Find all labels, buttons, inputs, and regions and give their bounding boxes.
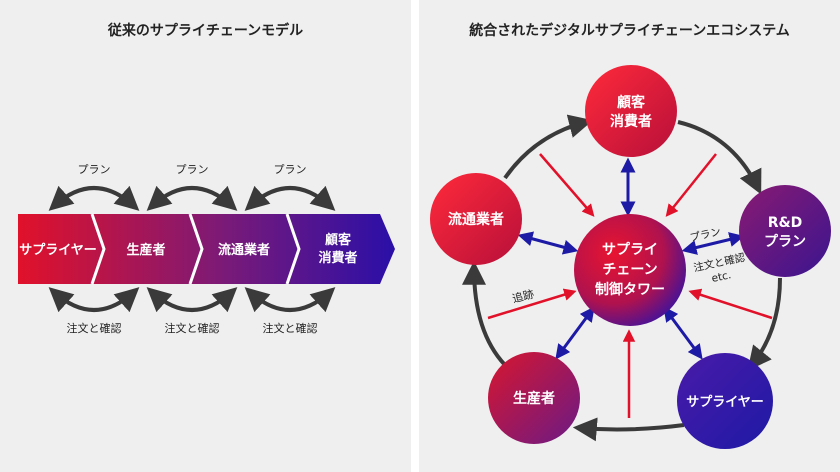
- plan-arc: [146, 185, 238, 211]
- tracking-arrow: [688, 288, 773, 320]
- node-circle: [739, 185, 831, 277]
- band-separator: [285, 213, 301, 285]
- two-way-arrow: [517, 231, 579, 255]
- node-customer-line2: 消費者: [610, 113, 652, 130]
- cycle-arrow: [677, 120, 762, 195]
- plan-arc: [244, 185, 336, 211]
- band-separator: [188, 213, 204, 285]
- node-producer-label: 生産者: [513, 390, 555, 407]
- node-supplier-label: サプライヤー: [686, 395, 764, 410]
- plan-arc: [48, 185, 140, 211]
- band-shape: [18, 214, 395, 284]
- cycle-arrow: [462, 260, 507, 367]
- two-way-arrow: [681, 232, 745, 255]
- two-way-arrow: [555, 306, 595, 360]
- stage-distributor: 流通業者: [218, 242, 270, 258]
- stage-producer: 生産者: [126, 242, 165, 258]
- two-way-arrow: [663, 306, 703, 360]
- order-arc: [48, 287, 140, 313]
- node-rnd-line2: プラン: [764, 234, 806, 250]
- node-customer: 顧客 消費者: [585, 65, 677, 157]
- plan-label: プラン: [78, 163, 111, 176]
- order-label: 注文と確認: [165, 321, 220, 335]
- node-circle: [585, 65, 677, 157]
- left-panel-title: 従来のサプライチェーンモデル: [107, 23, 304, 39]
- node-center-line1: サプライ: [602, 242, 658, 258]
- node-distributor-label: 流通業者: [448, 211, 504, 228]
- plan-arcs: プラン プラン プラン: [48, 163, 336, 211]
- order-arc: [146, 287, 238, 313]
- etc-label: etc.: [711, 269, 733, 285]
- tracking-arrow: [539, 153, 595, 217]
- node-rnd-line1: R&D: [768, 215, 803, 231]
- order-arcs: 注文と確認 注文と確認 注文と確認: [48, 287, 336, 335]
- band-separator: [90, 213, 106, 285]
- node-circle: [430, 173, 522, 265]
- node-customer-line1: 顧客: [617, 94, 646, 111]
- node-circle: [574, 214, 686, 326]
- supply-chain-band: サプライヤー 生産者 流通業者 顧客 消費者: [18, 213, 395, 285]
- stage-customer-line2: 消費者: [318, 250, 357, 266]
- node-producer: 生産者: [488, 352, 580, 444]
- tracking-arrow: [487, 288, 577, 320]
- outer-cycle-arrows: [462, 114, 782, 442]
- node-circle: [677, 353, 773, 449]
- order-label: 注文と確認: [67, 321, 122, 335]
- node-control-tower: サプライ チェーン 制御タワー: [574, 214, 686, 326]
- plan-label: プラン: [176, 163, 209, 176]
- node-center-line3: 制御タワー: [595, 281, 665, 298]
- node-supplier: サプライヤー: [677, 353, 773, 449]
- order-arc: [244, 287, 336, 313]
- node-rnd: R&D プラン: [739, 185, 831, 277]
- tracking-arrow: [665, 153, 717, 217]
- cycle-arrow: [503, 114, 593, 180]
- tracking-label: 追跡: [511, 287, 536, 306]
- cycle-arrow: [747, 277, 782, 371]
- right-panel-title: 統合されたデジタルサプライチェーンエコシステム: [469, 23, 790, 39]
- node-center-line2: チェーン: [602, 262, 657, 278]
- cycle-arrow: [572, 417, 685, 442]
- two-way-arrows: [517, 157, 745, 360]
- node-circle: [488, 352, 580, 444]
- order-label: 注文と確認: [263, 321, 318, 335]
- stage-customer-line1: 顧客: [325, 232, 352, 248]
- tracking-arrows: [487, 153, 773, 418]
- plan-label: プラン: [274, 163, 307, 176]
- stage-supplier: サプライヤー: [19, 243, 97, 258]
- node-distributor: 流通業者: [430, 173, 522, 265]
